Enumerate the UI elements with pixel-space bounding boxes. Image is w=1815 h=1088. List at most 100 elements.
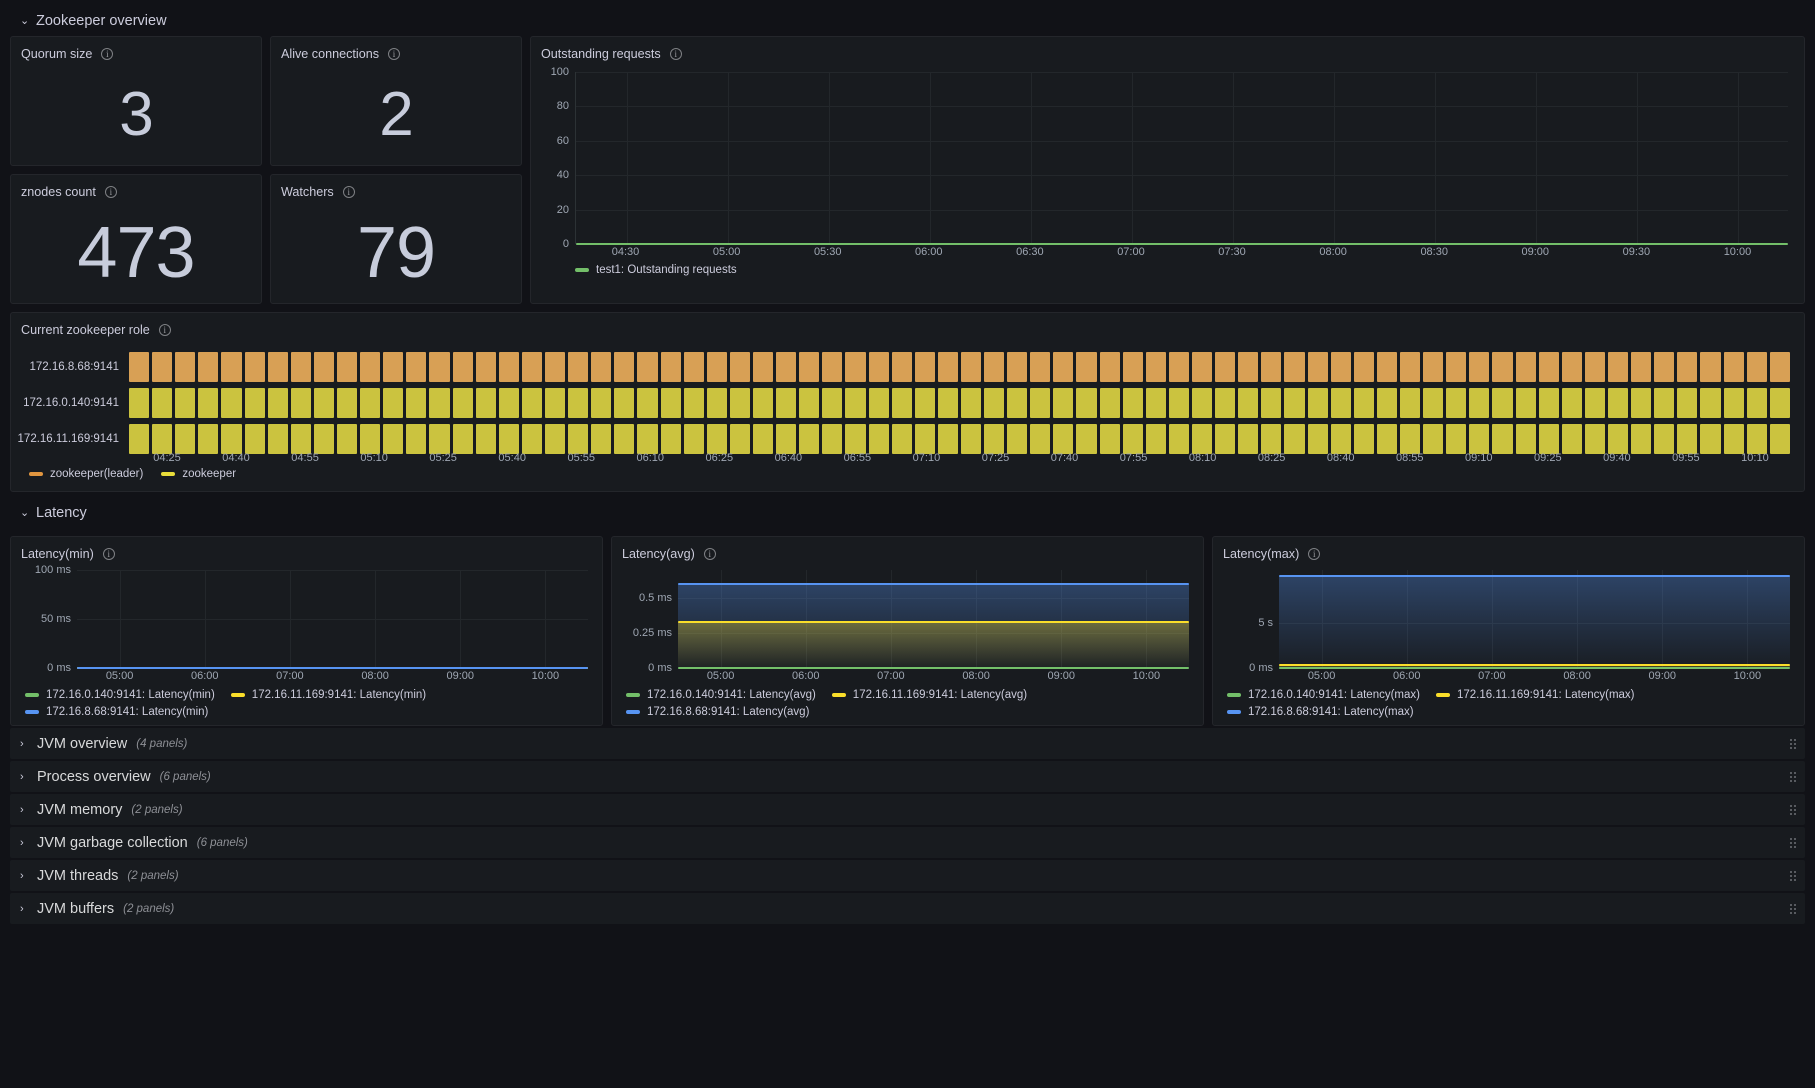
collapsed-row-jvm-threads[interactable]: ›JVM threads(2 panels): [10, 860, 1805, 891]
info-icon[interactable]: i: [669, 48, 682, 60]
timeline-cell: [406, 388, 427, 418]
info-icon[interactable]: i: [101, 48, 114, 60]
timeline-cell: [1700, 388, 1721, 418]
gridline: [576, 72, 1788, 73]
legend-item[interactable]: 172.16.8.68:9141: Latency(max): [1227, 706, 1414, 718]
timeline-cell: [1723, 424, 1744, 454]
timeline-cell: [498, 388, 519, 418]
drag-handle-icon[interactable]: [1790, 738, 1796, 749]
gridline: [720, 570, 722, 668]
drag-handle-icon[interactable]: [1790, 804, 1796, 815]
timeline-cell: [868, 388, 889, 418]
timeline-cell: [984, 424, 1005, 454]
legend-item[interactable]: 172.16.0.140:9141: Latency(max): [1227, 689, 1420, 701]
legend-item[interactable]: zookeeper: [161, 468, 236, 480]
x-axis-tick-label: 09:40: [1603, 452, 1631, 464]
timeline-cell: [1099, 388, 1120, 418]
legend-item[interactable]: 172.16.11.169:9141: Latency(avg): [831, 689, 1027, 701]
row-header-zookeeper-overview[interactable]: ⌄ Zookeeper overview: [10, 6, 1805, 36]
timeline-cell: [683, 388, 704, 418]
timeline-cell: [591, 352, 612, 382]
legend-item[interactable]: 172.16.0.140:9141: Latency(min): [25, 689, 215, 701]
legend-item[interactable]: zookeeper(leader): [29, 468, 143, 480]
gridline: [890, 570, 892, 668]
timeline-cell: [822, 388, 843, 418]
panel-alive-connections[interactable]: Alive connections i 2: [270, 36, 522, 166]
timeline-track[interactable]: [129, 424, 1790, 454]
drag-handle-icon[interactable]: [1790, 903, 1796, 914]
timeline-cell: [614, 352, 635, 382]
x-axis-tick-label: 07:25: [981, 452, 1010, 464]
timeline-cell: [937, 352, 958, 382]
timeline-track[interactable]: [129, 352, 1790, 382]
info-icon[interactable]: i: [104, 186, 117, 198]
timeline-cell: [244, 424, 265, 454]
panel-watchers[interactable]: Watchers i 79: [270, 174, 522, 304]
y-axis-tick-label: 0 ms: [47, 662, 71, 674]
collapsed-row-title: JVM buffers: [37, 900, 115, 917]
timeline-cell: [1053, 352, 1074, 382]
collapsed-row-jvm-buffers[interactable]: ›JVM buffers(2 panels): [10, 893, 1805, 924]
y-axis-tick-label: 100 ms: [34, 564, 71, 576]
info-icon[interactable]: i: [158, 324, 171, 336]
stat-value: 79: [356, 212, 436, 293]
y-axis-tick-label: 40: [556, 169, 569, 182]
info-icon[interactable]: i: [342, 186, 355, 198]
timeline-cell: [1330, 388, 1351, 418]
timeline-cell: [1469, 388, 1490, 418]
panel-current-zookeeper-role[interactable]: Current zookeeper role i 172.16.8.68:914…: [10, 312, 1805, 492]
gridline: [1146, 570, 1148, 668]
timeline-cell: [660, 352, 681, 382]
timeline-cell: [1400, 352, 1421, 382]
legend-item[interactable]: 172.16.11.169:9141: Latency(min): [230, 689, 426, 701]
legend-swatch-icon: [29, 472, 43, 476]
panel-quorum-size[interactable]: Quorum size i 3: [10, 36, 262, 166]
gridline: [1491, 570, 1493, 668]
drag-handle-icon[interactable]: [1790, 837, 1796, 848]
panel-znodes-count[interactable]: znodes count i 473: [10, 174, 262, 304]
info-icon[interactable]: i: [102, 548, 115, 560]
info-icon[interactable]: i: [703, 548, 716, 560]
info-icon[interactable]: i: [388, 48, 401, 60]
timeline-cell: [221, 352, 242, 382]
collapsed-row-jvm-overview[interactable]: ›JVM overview(4 panels): [10, 728, 1805, 759]
chevron-right-icon: ›: [20, 902, 24, 915]
timeline-cell: [637, 424, 658, 454]
drag-handle-icon[interactable]: [1790, 870, 1796, 881]
collapsed-row-panel-count: (4 panels): [136, 737, 188, 750]
panel-header: Latency(min)i: [11, 537, 602, 564]
collapsed-row-title: JVM garbage collection: [37, 834, 188, 851]
panel-title: Current zookeeper role: [21, 323, 150, 337]
collapsed-row-process-overview[interactable]: ›Process overview(6 panels): [10, 761, 1805, 792]
legend-item[interactable]: 172.16.8.68:9141: Latency(avg): [626, 706, 809, 718]
collapsed-row-jvm-garbage-collection[interactable]: ›JVM garbage collection(6 panels): [10, 827, 1805, 858]
gridline: [375, 570, 377, 668]
legend-item[interactable]: 172.16.8.68:9141: Latency(min): [25, 706, 208, 718]
timeline-cell: [1053, 424, 1074, 454]
timeline-cell: [521, 388, 542, 418]
timeline-cell: [1353, 388, 1374, 418]
row-header-latency[interactable]: ⌄ Latency: [10, 498, 1805, 528]
legend-item[interactable]: test1: Outstanding requests: [575, 264, 737, 276]
x-axis-tick-label: 04:40: [222, 452, 250, 464]
dashboard: ⌄ Zookeeper overview Quorum size i 3 Ali…: [0, 6, 1815, 924]
drag-handle-icon[interactable]: [1790, 771, 1796, 782]
legend-label: 172.16.8.68:9141: Latency(max): [1248, 706, 1414, 718]
timeline-cell: [452, 352, 473, 382]
timeline-track[interactable]: [129, 388, 1790, 418]
info-icon[interactable]: i: [1308, 548, 1321, 560]
gridline: [77, 570, 588, 571]
legend-item[interactable]: 172.16.11.169:9141: Latency(max): [1435, 689, 1635, 701]
collapsed-row-jvm-memory[interactable]: ›JVM memory(2 panels): [10, 794, 1805, 825]
x-axis-tick-label: 05:00: [1307, 670, 1336, 682]
stat-row-bottom: znodes count i 473 Watchers i 79: [10, 174, 522, 304]
timeline-cell: [1238, 424, 1259, 454]
timeline-cell: [776, 388, 797, 418]
legend-item[interactable]: 172.16.0.140:9141: Latency(avg): [626, 689, 816, 701]
